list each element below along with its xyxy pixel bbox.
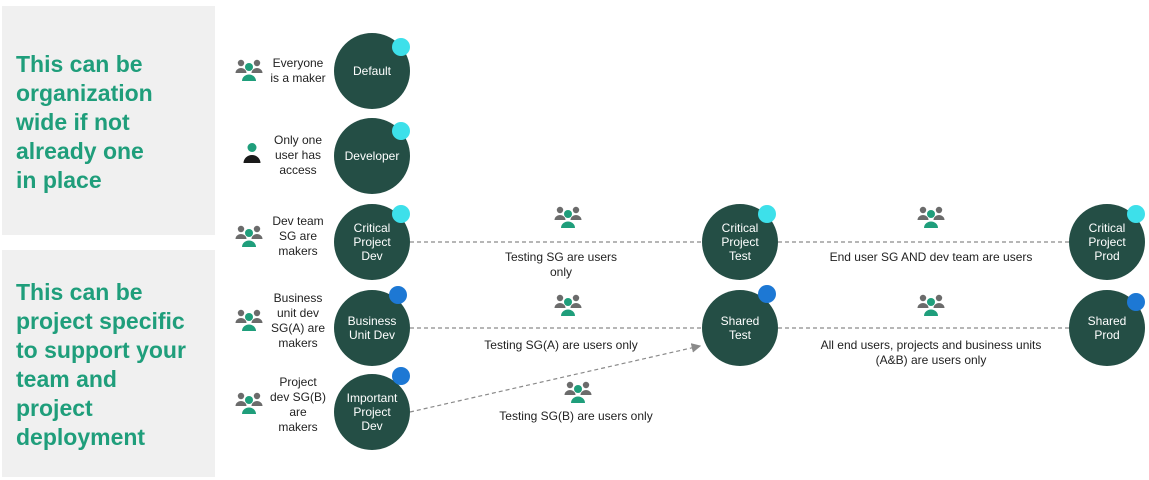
project-specific-panel: This can be project specific to support … <box>2 250 215 477</box>
label-developer-access: Only one user has access <box>273 133 323 177</box>
badge-developer <box>392 122 410 140</box>
group-users-icon <box>564 381 592 403</box>
node-shared-prod-label: Shared Prod <box>1087 314 1127 342</box>
edge-important-shared-test <box>409 343 702 413</box>
group-users-icon <box>235 392 263 414</box>
single-user-icon <box>243 143 261 163</box>
badge-shared-prod <box>1127 293 1145 311</box>
group-users-icon <box>917 206 945 228</box>
project-specific-text: This can be project specific to support … <box>16 279 186 450</box>
node-important-project-dev-label: Important Project Dev <box>346 391 398 433</box>
group-users-icon <box>917 294 945 316</box>
node-critical-project-test-label: Critical Project Test <box>721 221 759 263</box>
group-users-icon <box>235 309 263 331</box>
organization-wide-panel: This can be organization wide if not alr… <box>2 6 215 235</box>
group-users-icon <box>554 294 582 316</box>
node-shared-test-label: Shared Test <box>720 314 760 342</box>
group-users-icon <box>554 206 582 228</box>
node-developer-label: Developer <box>344 149 400 163</box>
node-critical-project-prod-label: Critical Project Prod <box>1088 221 1126 263</box>
edge-label-important-shared-test: Testing SG(B) are users only <box>499 409 653 423</box>
group-users-icon <box>235 59 263 81</box>
badge-business-unit-dev <box>389 286 407 304</box>
node-important-project-dev: Important Project Dev <box>334 374 410 450</box>
badge-important-project-dev <box>392 367 410 385</box>
node-default-label: Default <box>352 64 392 78</box>
label-business-makers: Business unit dev SG(A) are makers <box>270 291 325 350</box>
label-default-makers: Everyone is a maker <box>270 56 326 85</box>
edge-label-shared-test-prod: All end users, projects and business uni… <box>820 338 1042 367</box>
badge-shared-test <box>758 285 776 303</box>
node-shared-prod: Shared Prod <box>1069 290 1145 366</box>
node-critical-project-dev-label: Critical Project Dev <box>353 221 391 263</box>
organization-wide-text: This can be organization wide if not alr… <box>16 51 153 193</box>
group-users-icon <box>235 225 263 247</box>
label-critical-makers: Dev team SG are makers <box>272 214 324 258</box>
edge-label-critical-dev-test: Testing SG are users only <box>504 250 618 279</box>
badge-critical-project-dev <box>392 205 410 223</box>
badge-critical-project-test <box>758 205 776 223</box>
edge-label-business-shared-test: Testing SG(A) are users only <box>484 338 638 352</box>
edge-label-critical-test-prod: End user SG AND dev team are users <box>829 250 1033 264</box>
label-important-makers: Project dev SG(B) are makers <box>269 375 326 434</box>
badge-default <box>392 38 410 56</box>
badge-critical-project-prod <box>1127 205 1145 223</box>
node-business-unit-dev-label: Business Unit Dev <box>347 314 397 342</box>
